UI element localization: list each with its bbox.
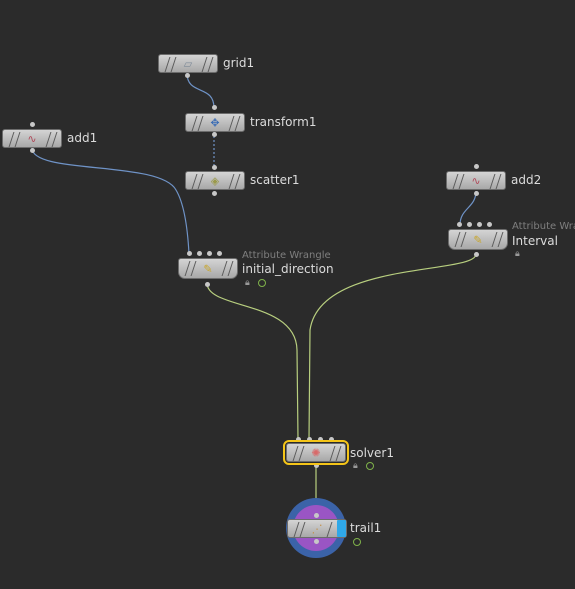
scatter1-node[interactable]: ◈ [185,171,245,190]
initial-direction-input-1[interactable] [187,251,192,256]
bypass-flag-icon[interactable] [366,462,374,470]
solver-icon: ✺ [311,446,321,459]
node-type-initial-direction: Attribute Wrangle [242,250,331,261]
node-label-transform1: transform1 [250,115,317,129]
interval-input-4[interactable] [487,222,492,227]
solver1-input-3[interactable] [318,437,323,442]
solver1-input-1[interactable] [296,437,301,442]
display-flag[interactable] [337,520,346,537]
lock-icon: 🔒︎ [515,249,520,259]
wrangle-icon: ✎ [203,262,213,275]
trail1-node[interactable]: ⋰ [287,519,347,538]
bypass-flag-icon[interactable] [258,279,266,287]
add2-input-connector[interactable] [474,164,479,169]
initial-direction-input-4[interactable] [217,251,222,256]
add2-node[interactable]: ∿ [446,171,506,190]
transform1-input-connector[interactable] [212,105,217,110]
transform1-node[interactable]: ✥ [185,113,245,132]
node-label-add1: add1 [67,131,98,145]
node-label-solver1: solver1 [350,446,394,460]
grid1-output-connector[interactable] [185,73,190,78]
solver1-input-4[interactable] [329,437,334,442]
wire-add2-interval [459,190,477,226]
add2-output-connector[interactable] [474,191,479,196]
wrangle-icon: ✎ [473,233,483,246]
interval-output-connector[interactable] [474,252,479,257]
grid-icon: ▱ [183,57,193,70]
interval-input-2[interactable] [467,222,472,227]
solver1-input-2[interactable] [307,437,312,442]
wire-initial-direction-solver1 [206,282,299,440]
initial-direction-output-connector[interactable] [205,282,210,287]
wire-add1-initial-direction [31,147,190,255]
initial-direction-input-3[interactable] [207,251,212,256]
interval-input-1[interactable] [457,222,462,227]
trail-icon: ⋰ [311,522,323,535]
solver1-node[interactable]: ✺ [283,440,349,465]
initial-direction-node[interactable]: ✎ [178,258,238,279]
scatter1-output-connector[interactable] [212,191,217,196]
add-curve-icon: ∿ [471,174,481,187]
node-label-scatter1: scatter1 [250,173,300,187]
add-curve-icon: ∿ [27,132,37,145]
node-label-grid1: grid1 [223,56,255,70]
node-label-trail1: trail1 [350,521,382,535]
lock-icon: 🔒︎ [353,461,358,471]
wire-interval-solver1 [308,253,477,440]
initial-direction-input-2[interactable] [197,251,202,256]
interval-input-3[interactable] [477,222,482,227]
transform1-output-connector[interactable] [212,132,217,137]
add1-node[interactable]: ∿ [2,129,62,148]
trail1-input-connector[interactable] [314,513,319,518]
solver1-output-connector[interactable] [314,463,319,468]
node-label-initial-direction: initial_direction [242,262,334,276]
trail1-output-connector[interactable] [314,539,319,544]
add1-input-connector[interactable] [30,122,35,127]
interval-node[interactable]: ✎ [448,229,508,250]
grid1-node[interactable]: ▱ [158,54,218,73]
scatter-icon: ◈ [210,174,220,187]
bypass-flag-icon[interactable] [353,538,361,546]
lock-icon: 🔒︎ [245,278,250,288]
add1-output-connector[interactable] [30,148,35,153]
transform-icon: ✥ [210,116,220,129]
node-type-interval: Attribute Wrangle [512,221,575,232]
scatter1-input-connector[interactable] [212,165,217,170]
wire-grid1-transform1 [186,72,215,109]
node-label-add2: add2 [511,173,542,187]
node-label-interval: Interval [512,234,558,248]
